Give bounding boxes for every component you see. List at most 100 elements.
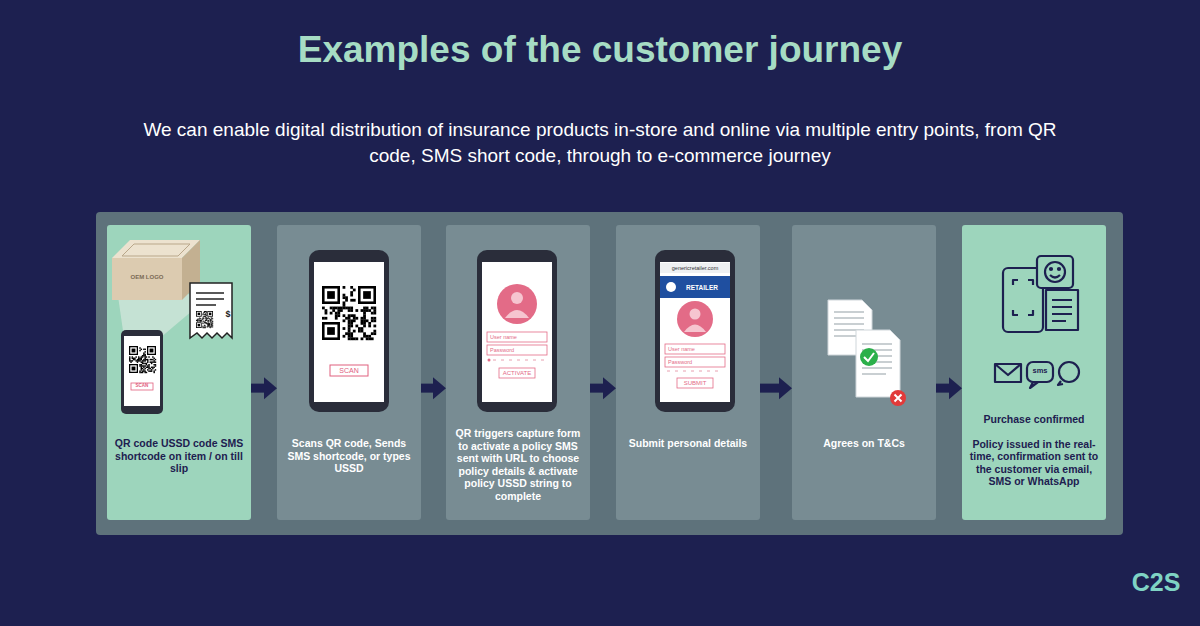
phone-illustration (363, 319, 366, 322)
confirmation-icons (1050, 275, 1060, 278)
till-slip-illustration (211, 326, 212, 327)
phone-illustration (350, 325, 353, 328)
till-slip-illustration (198, 319, 199, 320)
till-slip-illustration (210, 326, 211, 327)
till-slip-illustration (202, 322, 203, 323)
till-slip-illustration (202, 314, 203, 315)
logo-text: OEM LOGO (131, 274, 164, 281)
till-slip-illustration (206, 317, 207, 318)
till-slip-illustration (211, 320, 212, 321)
small-phone-illustration (139, 370, 140, 371)
till-slip-illustration (206, 313, 207, 314)
small-phone-illustration (143, 349, 144, 350)
phone-illustration (368, 309, 371, 312)
till-slip-illustration (210, 322, 211, 323)
phone-illustration (350, 335, 353, 338)
terms-documents-illustration (895, 395, 902, 402)
till-slip-illustration (210, 327, 211, 328)
phone-illustration (373, 312, 376, 315)
till-slip-illustration (210, 321, 211, 322)
till-slip-illustration (203, 318, 204, 319)
phone-illustration (366, 309, 369, 312)
arrow-head (779, 377, 792, 399)
phone-illustration (373, 307, 376, 310)
terms-documents-illustration (890, 390, 906, 406)
till-slip-illustration (197, 319, 198, 320)
small-phone-illustration (141, 356, 142, 357)
small-phone-illustration (130, 360, 131, 361)
terms-documents-illustration (856, 330, 900, 397)
phone-illustration (363, 322, 366, 325)
phone-illustration (363, 312, 366, 315)
phone-illustration (355, 309, 358, 312)
phone-illustration (325, 317, 328, 320)
phone-illustration (325, 309, 328, 312)
small-phone-illustration (139, 350, 140, 351)
phone-illustration (350, 286, 353, 289)
till-slip-illustration (202, 313, 203, 314)
till-slip-illustration (209, 313, 211, 315)
small-phone-illustration (143, 352, 144, 353)
small-phone-illustration (137, 361, 138, 362)
small-phone-illustration (143, 370, 144, 371)
arrow-head (264, 377, 277, 399)
till-slip-illustration (211, 317, 212, 318)
till-slip-illustration (202, 326, 203, 327)
small-phone-illustration (142, 355, 143, 356)
till-slip-illustration (209, 318, 210, 319)
small-phone-illustration (129, 356, 130, 357)
small-phone-illustration (148, 370, 149, 371)
small-phone-illustration (141, 349, 142, 350)
phone-illustration (359, 287, 374, 302)
small-phone-illustration (124, 336, 160, 406)
phone-illustration (345, 332, 348, 335)
phone-illustration (366, 307, 369, 310)
small-phone-illustration (151, 359, 152, 360)
step-text: Agrees on T&Cs (797, 437, 931, 450)
small-phone-illustration (139, 347, 140, 348)
small-phone-illustration (150, 361, 151, 362)
till-slip-illustration (207, 326, 208, 327)
phone-illustration (373, 325, 376, 328)
till-slip-illustration (201, 320, 202, 321)
till-slip-illustration (209, 325, 210, 326)
small-phone-illustration (144, 358, 145, 359)
small-phone-illustration (148, 365, 149, 366)
phone-retailer-illustration (660, 276, 730, 298)
small-phone-illustration (148, 356, 149, 357)
field-text: Password (490, 347, 514, 353)
arrow-head (603, 377, 616, 399)
till-slip-illustration (196, 311, 201, 316)
field-text: User name (490, 334, 517, 340)
flow-arrow (590, 377, 616, 399)
small-phone-illustration (143, 363, 144, 364)
till-slip-illustration (205, 327, 206, 328)
phone-illustration (330, 307, 333, 310)
phone-form-illustration (482, 262, 552, 402)
phone-illustration (358, 327, 361, 330)
small-phone-illustration (141, 368, 142, 369)
till-slip-illustration (204, 322, 205, 323)
small-phone-illustration (144, 355, 145, 356)
till-slip-illustration (198, 321, 199, 322)
till-slip-illustration (206, 311, 207, 312)
till-slip-illustration (196, 323, 201, 328)
phone-illustration (353, 330, 356, 333)
till-slip-illustration (202, 321, 203, 322)
phone-illustration (350, 314, 353, 317)
small-phone-illustration (135, 356, 136, 357)
step-body-text: Policy issued in the real-time, confirma… (967, 438, 1101, 488)
phone-form-illustration (505, 310, 529, 318)
till-slip-illustration (211, 323, 212, 324)
small-phone-illustration (150, 368, 151, 369)
phone-illustration (327, 291, 335, 299)
till-slip-illustration (211, 324, 212, 325)
small-phone-illustration (147, 365, 148, 366)
small-phone-illustration (152, 356, 153, 357)
phone-illustration (350, 337, 353, 340)
till-slip-illustration (206, 320, 207, 321)
phone-illustration (343, 304, 346, 307)
small-phone-illustration (148, 347, 156, 355)
phone-illustration (323, 287, 338, 302)
